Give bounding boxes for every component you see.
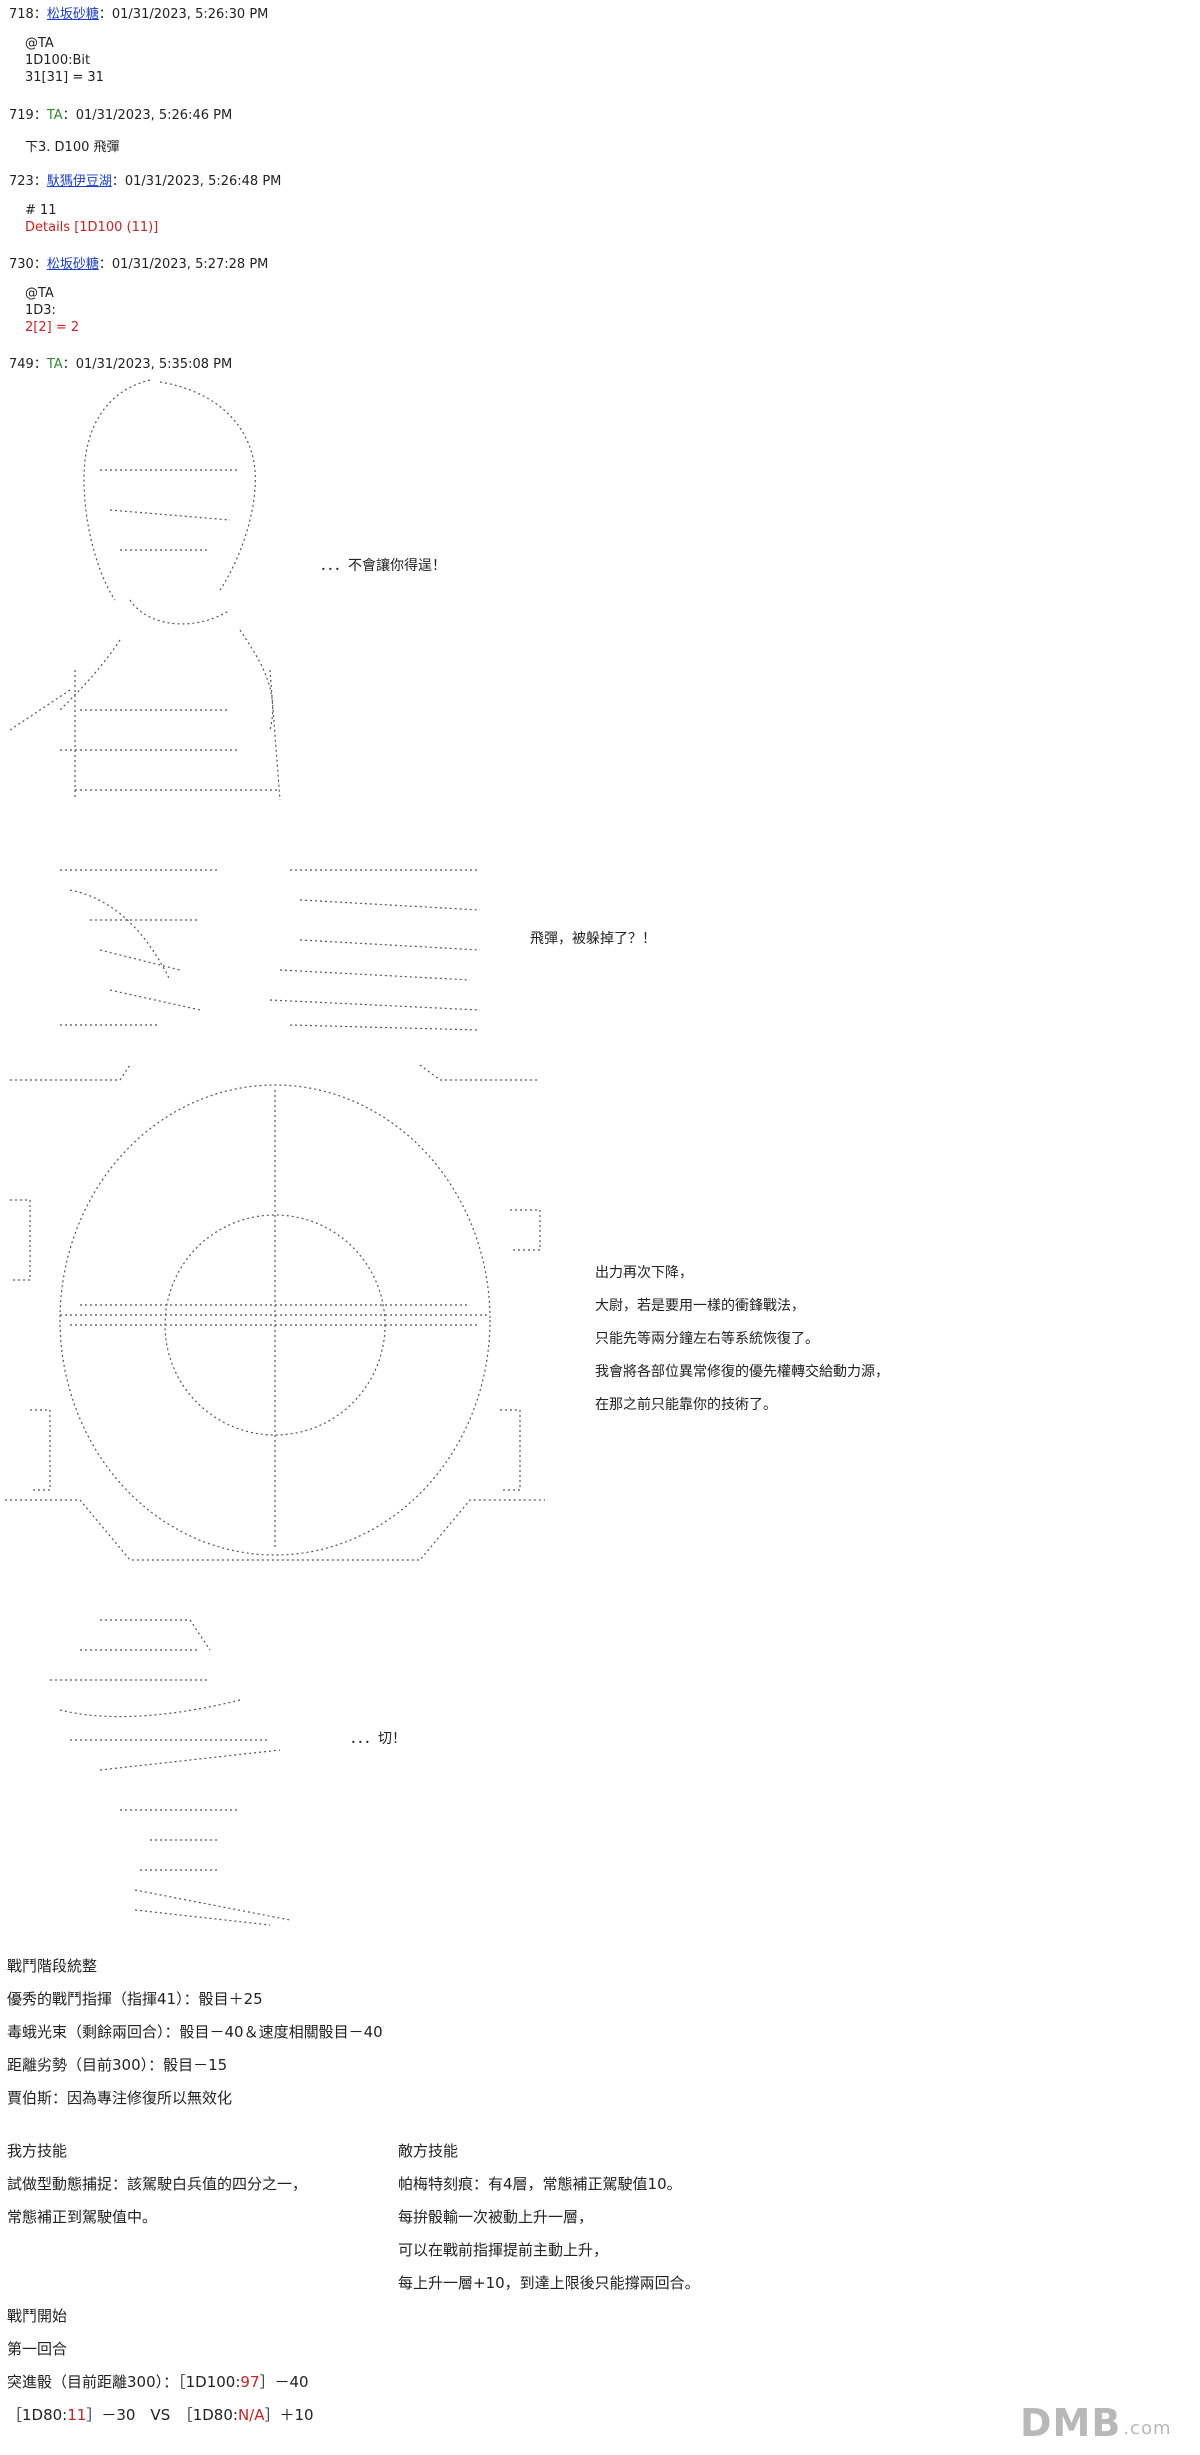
post-number: 730	[9, 257, 34, 272]
poster-name: TA	[46, 357, 63, 372]
radio-line: 出力再次下降，	[595, 1265, 693, 1281]
post-body-line: 31[31] = 31	[25, 70, 104, 85]
post-number: 723	[9, 174, 34, 189]
ascii-art-character-closeup	[40, 1610, 320, 1930]
dialogue-line: 飛彈，被躲掉了？！	[530, 931, 656, 947]
versus-roll-line: ［1D80:11］－30 VS ［1D80:N/A］＋10	[7, 2406, 314, 2424]
poster-name-link[interactable]: 馱獁伊豆湖	[46, 174, 112, 189]
dice-roll-value: 97	[240, 2373, 260, 2391]
radio-line: 我會將各部位異常修復的優先權轉交給動力源，	[595, 1364, 889, 1380]
battle-adjust-line: 毒蛾光束（剩餘兩回合）：骰目－40＆速度相關骰目－40	[7, 2023, 383, 2041]
post-header-749: 749：TA：01/31/2023, 5:35:08 PM	[9, 357, 233, 372]
post-header-730: 730：松坂砂糖：01/31/2023, 5:27:28 PM	[9, 257, 269, 272]
battle-start-title: 戰鬥開始	[7, 2307, 68, 2325]
poster-name: TA	[46, 108, 63, 123]
dice-details-line: Details [1D100 (11)]	[25, 220, 159, 235]
round-title: 第一回合	[7, 2340, 68, 2358]
post-body-line: 1D100:Bit	[25, 53, 91, 68]
ascii-art-cockpit-hud	[0, 1060, 550, 1580]
post-body-line: # 11	[25, 203, 57, 218]
poster-name-link[interactable]: 松坂砂糖	[46, 7, 99, 22]
our-skill-line: 常態補正到駕駛值中。	[7, 2208, 158, 2226]
post-timestamp: 01/31/2023, 5:26:46 PM	[75, 108, 233, 123]
our-skill-line: 試做型動態捕捉：該駕駛白兵值的四分之一，	[7, 2175, 308, 2193]
dialogue-line: ．．．不會讓你得逞！	[320, 558, 446, 574]
ascii-art-character	[0, 370, 300, 810]
radio-line: 只能先等兩分鐘左右等系統恢復了。	[595, 1331, 819, 1347]
post-timestamp: 01/31/2023, 5:27:28 PM	[111, 257, 269, 272]
battle-adjust-line: 賈伯斯：因為專注修復所以無效化	[7, 2089, 233, 2107]
dice-roll-value: N/A	[237, 2406, 265, 2424]
battle-adjust-title: 戰鬥階段統整	[7, 1957, 98, 1975]
radio-line: 大尉，若是要用一樣的衝鋒戰法，	[595, 1298, 805, 1314]
post-timestamp: 01/31/2023, 5:26:30 PM	[111, 7, 269, 22]
enemy-skill-line: 帕梅特刻痕：有4層，常態補正駕駛值10。	[398, 2175, 682, 2193]
post-timestamp: 01/31/2023, 5:26:48 PM	[124, 174, 282, 189]
post-body-line: @TA	[25, 36, 54, 51]
dice-roll-value: 11	[67, 2406, 87, 2424]
post-number: 718	[9, 7, 34, 22]
post-body-line: @TA	[25, 286, 54, 301]
post-number: 749	[9, 357, 34, 372]
enemy-skill-title: 敵方技能	[398, 2142, 459, 2160]
site-watermark-logo: DMB.com	[1020, 2401, 1172, 2445]
our-skill-title: 我方技能	[7, 2142, 68, 2160]
post-body-line: 1D3:	[25, 303, 56, 318]
battle-adjust-line: 優秀的戰鬥指揮（指揮41）：骰目＋25	[7, 1990, 263, 2008]
post-header-718: 718：松坂砂糖：01/31/2023, 5:26:30 PM	[9, 7, 269, 22]
dice-result-line: 2[2] = 2	[25, 320, 80, 335]
post-number: 719	[9, 108, 34, 123]
enemy-skill-line: 每上升一層+10，到達上限後只能撐兩回合。	[398, 2274, 700, 2292]
charge-roll-line: 突進骰（目前距離300）：［1D100:97］－40	[7, 2373, 309, 2391]
radio-line: 在那之前只能靠你的技術了。	[595, 1397, 777, 1413]
post-body-line: 下3. D100 飛彈	[25, 140, 120, 155]
post-header-723: 723：馱獁伊豆湖：01/31/2023, 5:26:48 PM	[9, 174, 282, 189]
post-header-719: 719：TA：01/31/2023, 5:26:46 PM	[9, 108, 233, 123]
poster-name-link[interactable]: 松坂砂糖	[46, 257, 99, 272]
enemy-skill-line: 可以在戰前指揮提前主動上升，	[398, 2241, 609, 2259]
enemy-skill-line: 每拚骰輸一次被動上升一層，	[398, 2208, 594, 2226]
post-timestamp: 01/31/2023, 5:35:08 PM	[75, 357, 233, 372]
battle-adjust-line: 距離劣勢（目前300）：骰目－15	[7, 2056, 228, 2074]
dialogue-line: ．．．切！	[350, 1731, 406, 1747]
ascii-art-missile-scene	[0, 860, 500, 1040]
